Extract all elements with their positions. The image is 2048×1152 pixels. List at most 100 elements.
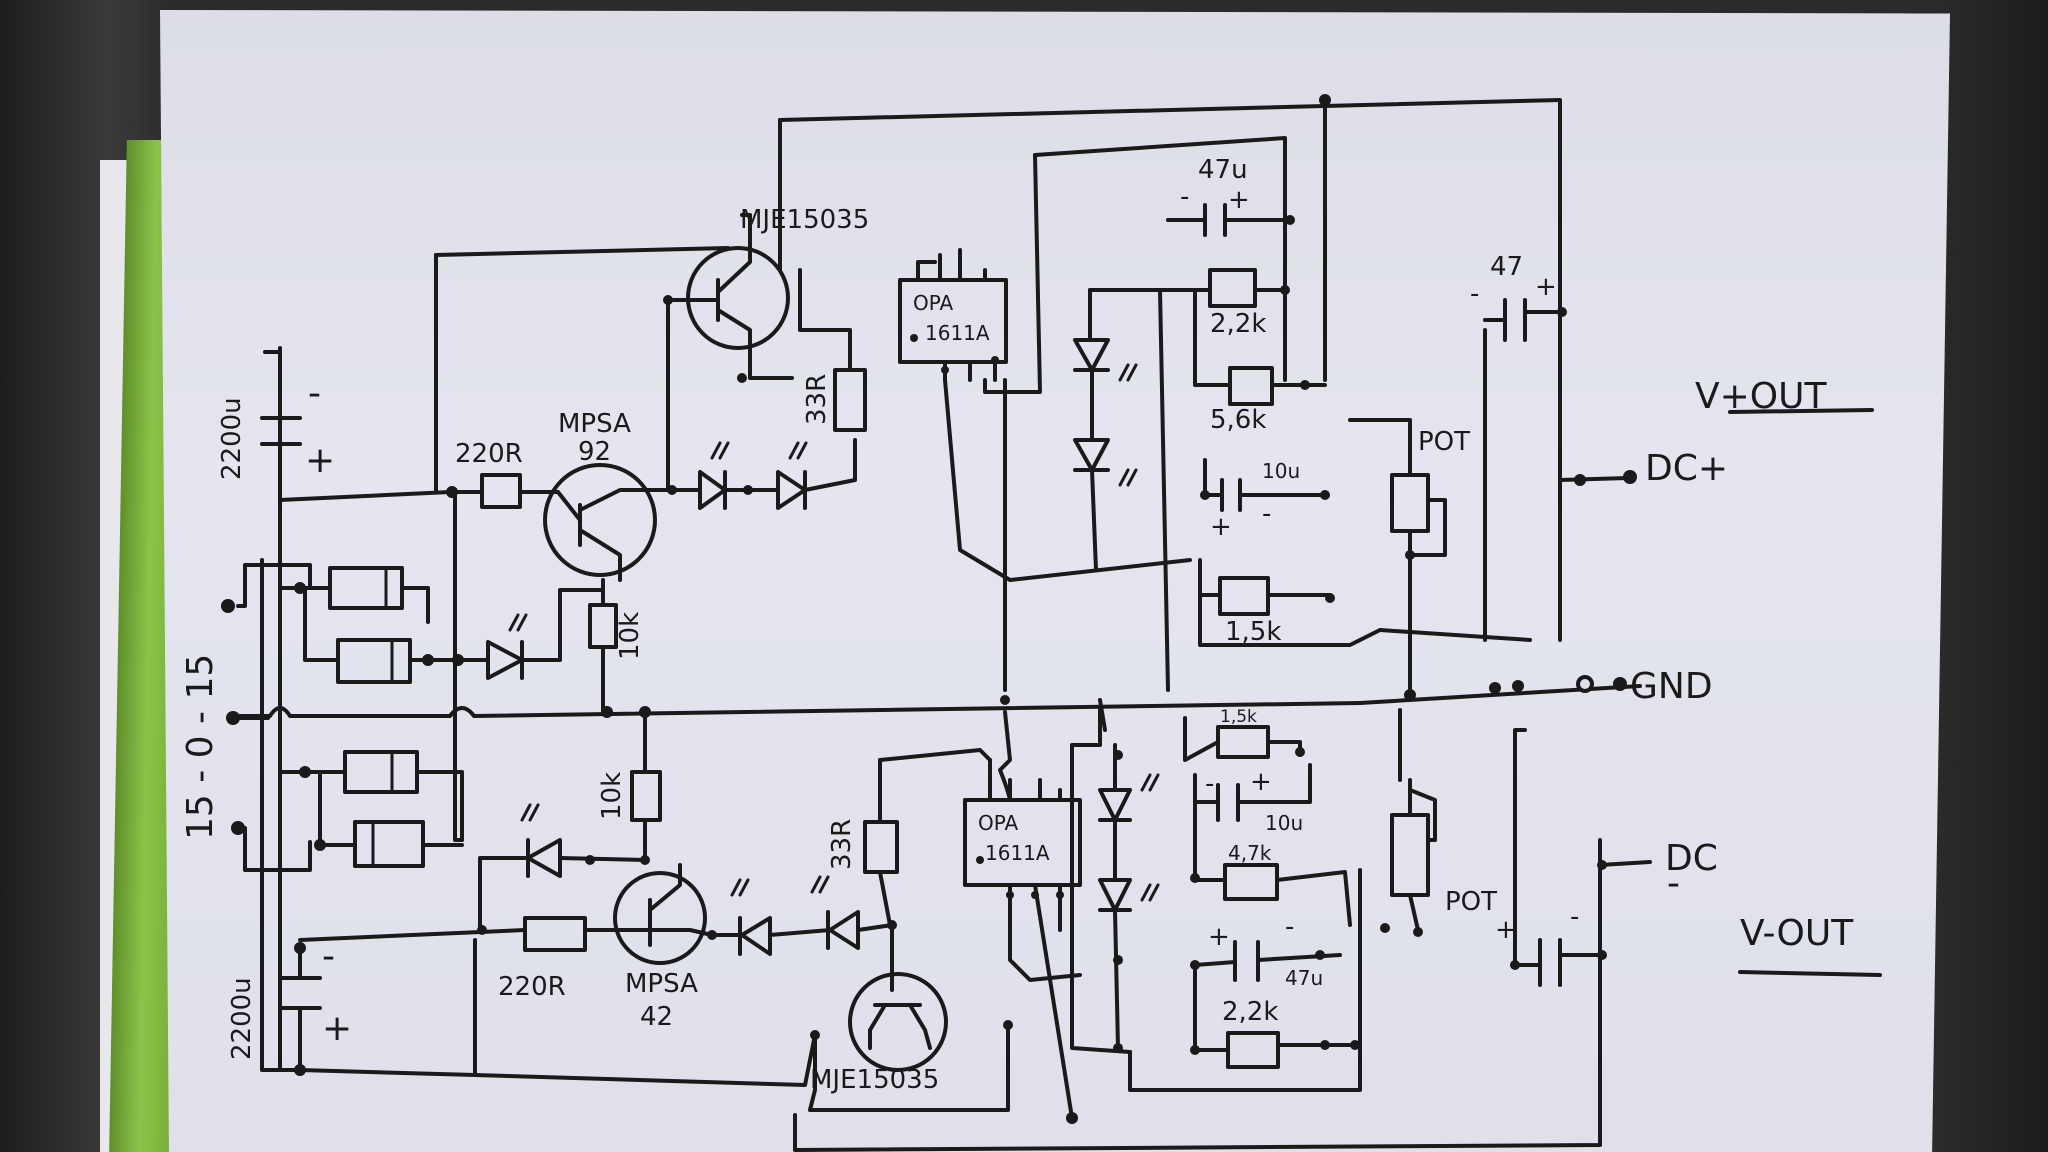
svg-text:220R: 220R [455, 439, 523, 469]
positive-10k-resistor: 10k [588, 578, 645, 714]
svg-text:47: 47 [1490, 252, 1523, 282]
filter-cap-top: - + 2200u [217, 350, 335, 502]
rectifier-wiring [231, 346, 464, 1072]
negative-output-title: V-OUT [1738, 913, 1882, 977]
svg-text:MJE15035: MJE15035 [740, 205, 869, 235]
svg-text:1611A: 1611A [925, 321, 990, 345]
positive-ref-led [456, 588, 605, 680]
svg-text:-: - [1470, 279, 1479, 309]
negative-33r-resistor: 33R [827, 748, 992, 927]
svg-text:4,7k: 4,7k [1228, 841, 1272, 865]
svg-text:POT: POT [1445, 887, 1497, 917]
positive-leds-chain [667, 438, 857, 510]
negative-vertical-wiring [998, 698, 1132, 1054]
negative-output-terminal: DC - [1597, 838, 1718, 904]
negative-10k-resistor: 10k [597, 710, 662, 862]
transformer-label: 15 - 0 - 15 [180, 654, 221, 840]
negative-opamp: OPA 1611A [963, 758, 1082, 1120]
svg-text:+: + [1210, 512, 1232, 542]
positive-220r-resistor: 220R [450, 439, 560, 509]
positive-driver-transistor: MPSA 92 [543, 409, 674, 582]
svg-text:92: 92 [578, 437, 611, 467]
svg-text:220R: 220R [498, 972, 566, 1002]
positive-1k5-resistor: 1,5k [1198, 558, 1532, 647]
svg-text:-: - [1285, 912, 1294, 942]
svg-text:V-OUT: V-OUT [1740, 913, 1854, 954]
svg-text:+: + [1250, 767, 1272, 797]
ground-bus: GND [228, 666, 1713, 718]
positive-output-title: V+OUT [1695, 376, 1874, 417]
negative-4k7-resistor: 4,7k [1190, 800, 1352, 927]
positive-2k2-resistor: 2,2k [1158, 268, 1290, 339]
svg-text:10u: 10u [1262, 459, 1300, 483]
negative-ref-led [478, 803, 650, 930]
positive-pot: POT [1348, 418, 1470, 692]
svg-text:GND: GND [1630, 666, 1713, 707]
positive-pass-transistor: MJE15035 [663, 205, 869, 492]
negative-raw-rail [298, 838, 1602, 1152]
positive-10u-cap: 10u + - [1200, 458, 1330, 542]
svg-text:2,2k: 2,2k [1222, 997, 1278, 1027]
positive-output-terminal: DC+ [1558, 448, 1728, 489]
negative-pass-transistor: MJE15035 [808, 923, 1013, 1112]
negative-220r-resistor: 220R [298, 916, 622, 1002]
negative-47u-cap: + - 47u [1190, 912, 1342, 990]
svg-text:DC+: DC+ [1645, 448, 1728, 489]
svg-text:+: + [305, 440, 335, 481]
svg-text:-: - [1570, 902, 1579, 932]
negative-output-cap: + - [1495, 728, 1607, 987]
svg-text:MJE15035: MJE15035 [810, 1065, 939, 1095]
negative-diode-stack [1098, 743, 1160, 1053]
positive-output-cap: 47 - + [1470, 252, 1567, 642]
negative-driver-transistor: MPSA 42 [613, 863, 717, 1032]
svg-text:MPSA: MPSA [558, 409, 631, 439]
svg-text:33R: 33R [802, 374, 832, 425]
negative-2k2-resistor: 2,2k [1128, 868, 1362, 1092]
svg-text:47u: 47u [1285, 966, 1323, 990]
svg-text:2200u: 2200u [227, 977, 257, 1060]
filter-cap-bottom: - + 2200u [227, 936, 352, 1076]
svg-text:POT: POT [1418, 427, 1470, 457]
positive-5k6-resistor: 5,6k [1193, 288, 1327, 435]
svg-text:MPSA: MPSA [625, 969, 698, 999]
svg-text:2200u: 2200u [217, 397, 247, 480]
svg-text:42: 42 [640, 1002, 673, 1032]
svg-text:15 - 0 - 15: 15 - 0 - 15 [180, 654, 221, 840]
positive-top-wiring [778, 94, 1562, 705]
negative-10u-cap: 10u + - [1193, 763, 1312, 835]
svg-text:10k: 10k [597, 772, 627, 820]
svg-text:OPA: OPA [913, 291, 954, 315]
svg-text:-: - [1205, 769, 1214, 799]
svg-text:-: - [1667, 863, 1680, 904]
negative-1k5-resistor: 1,5k [1183, 707, 1305, 762]
svg-text:1611A: 1611A [985, 841, 1050, 865]
svg-text:+: + [322, 1008, 352, 1049]
positive-raw-rail [278, 246, 730, 842]
svg-text:2,2k: 2,2k [1210, 309, 1266, 339]
positive-33r-resistor: 33R [798, 268, 867, 432]
background-right [1938, 0, 2048, 1152]
positive-opamp: OPA 1611A [898, 248, 1008, 382]
svg-text:+: + [1495, 915, 1517, 945]
svg-text:5,6k: 5,6k [1210, 405, 1266, 435]
svg-text:DC: DC [1665, 838, 1718, 879]
negative-pot: POT [1380, 708, 1497, 937]
positive-diode-stack [1073, 288, 1138, 572]
svg-text:-: - [1262, 499, 1271, 529]
svg-text:OPA: OPA [978, 811, 1019, 835]
svg-text:1,5k: 1,5k [1225, 617, 1281, 647]
svg-text:+: + [1228, 185, 1250, 215]
svg-text:33R: 33R [827, 819, 857, 870]
svg-text:10k: 10k [615, 612, 645, 660]
svg-text:1,5k: 1,5k [1220, 707, 1257, 727]
svg-text:-: - [308, 373, 321, 414]
svg-text:47u: 47u [1198, 155, 1248, 185]
svg-text:10u: 10u [1265, 811, 1303, 835]
svg-text:+: + [1208, 922, 1230, 952]
svg-text:-: - [322, 936, 335, 977]
svg-text:-: - [1180, 182, 1189, 212]
negative-leds-chain [710, 875, 897, 956]
svg-text:+: + [1535, 272, 1557, 302]
positive-47u-cap: 47u - + [1166, 155, 1295, 237]
